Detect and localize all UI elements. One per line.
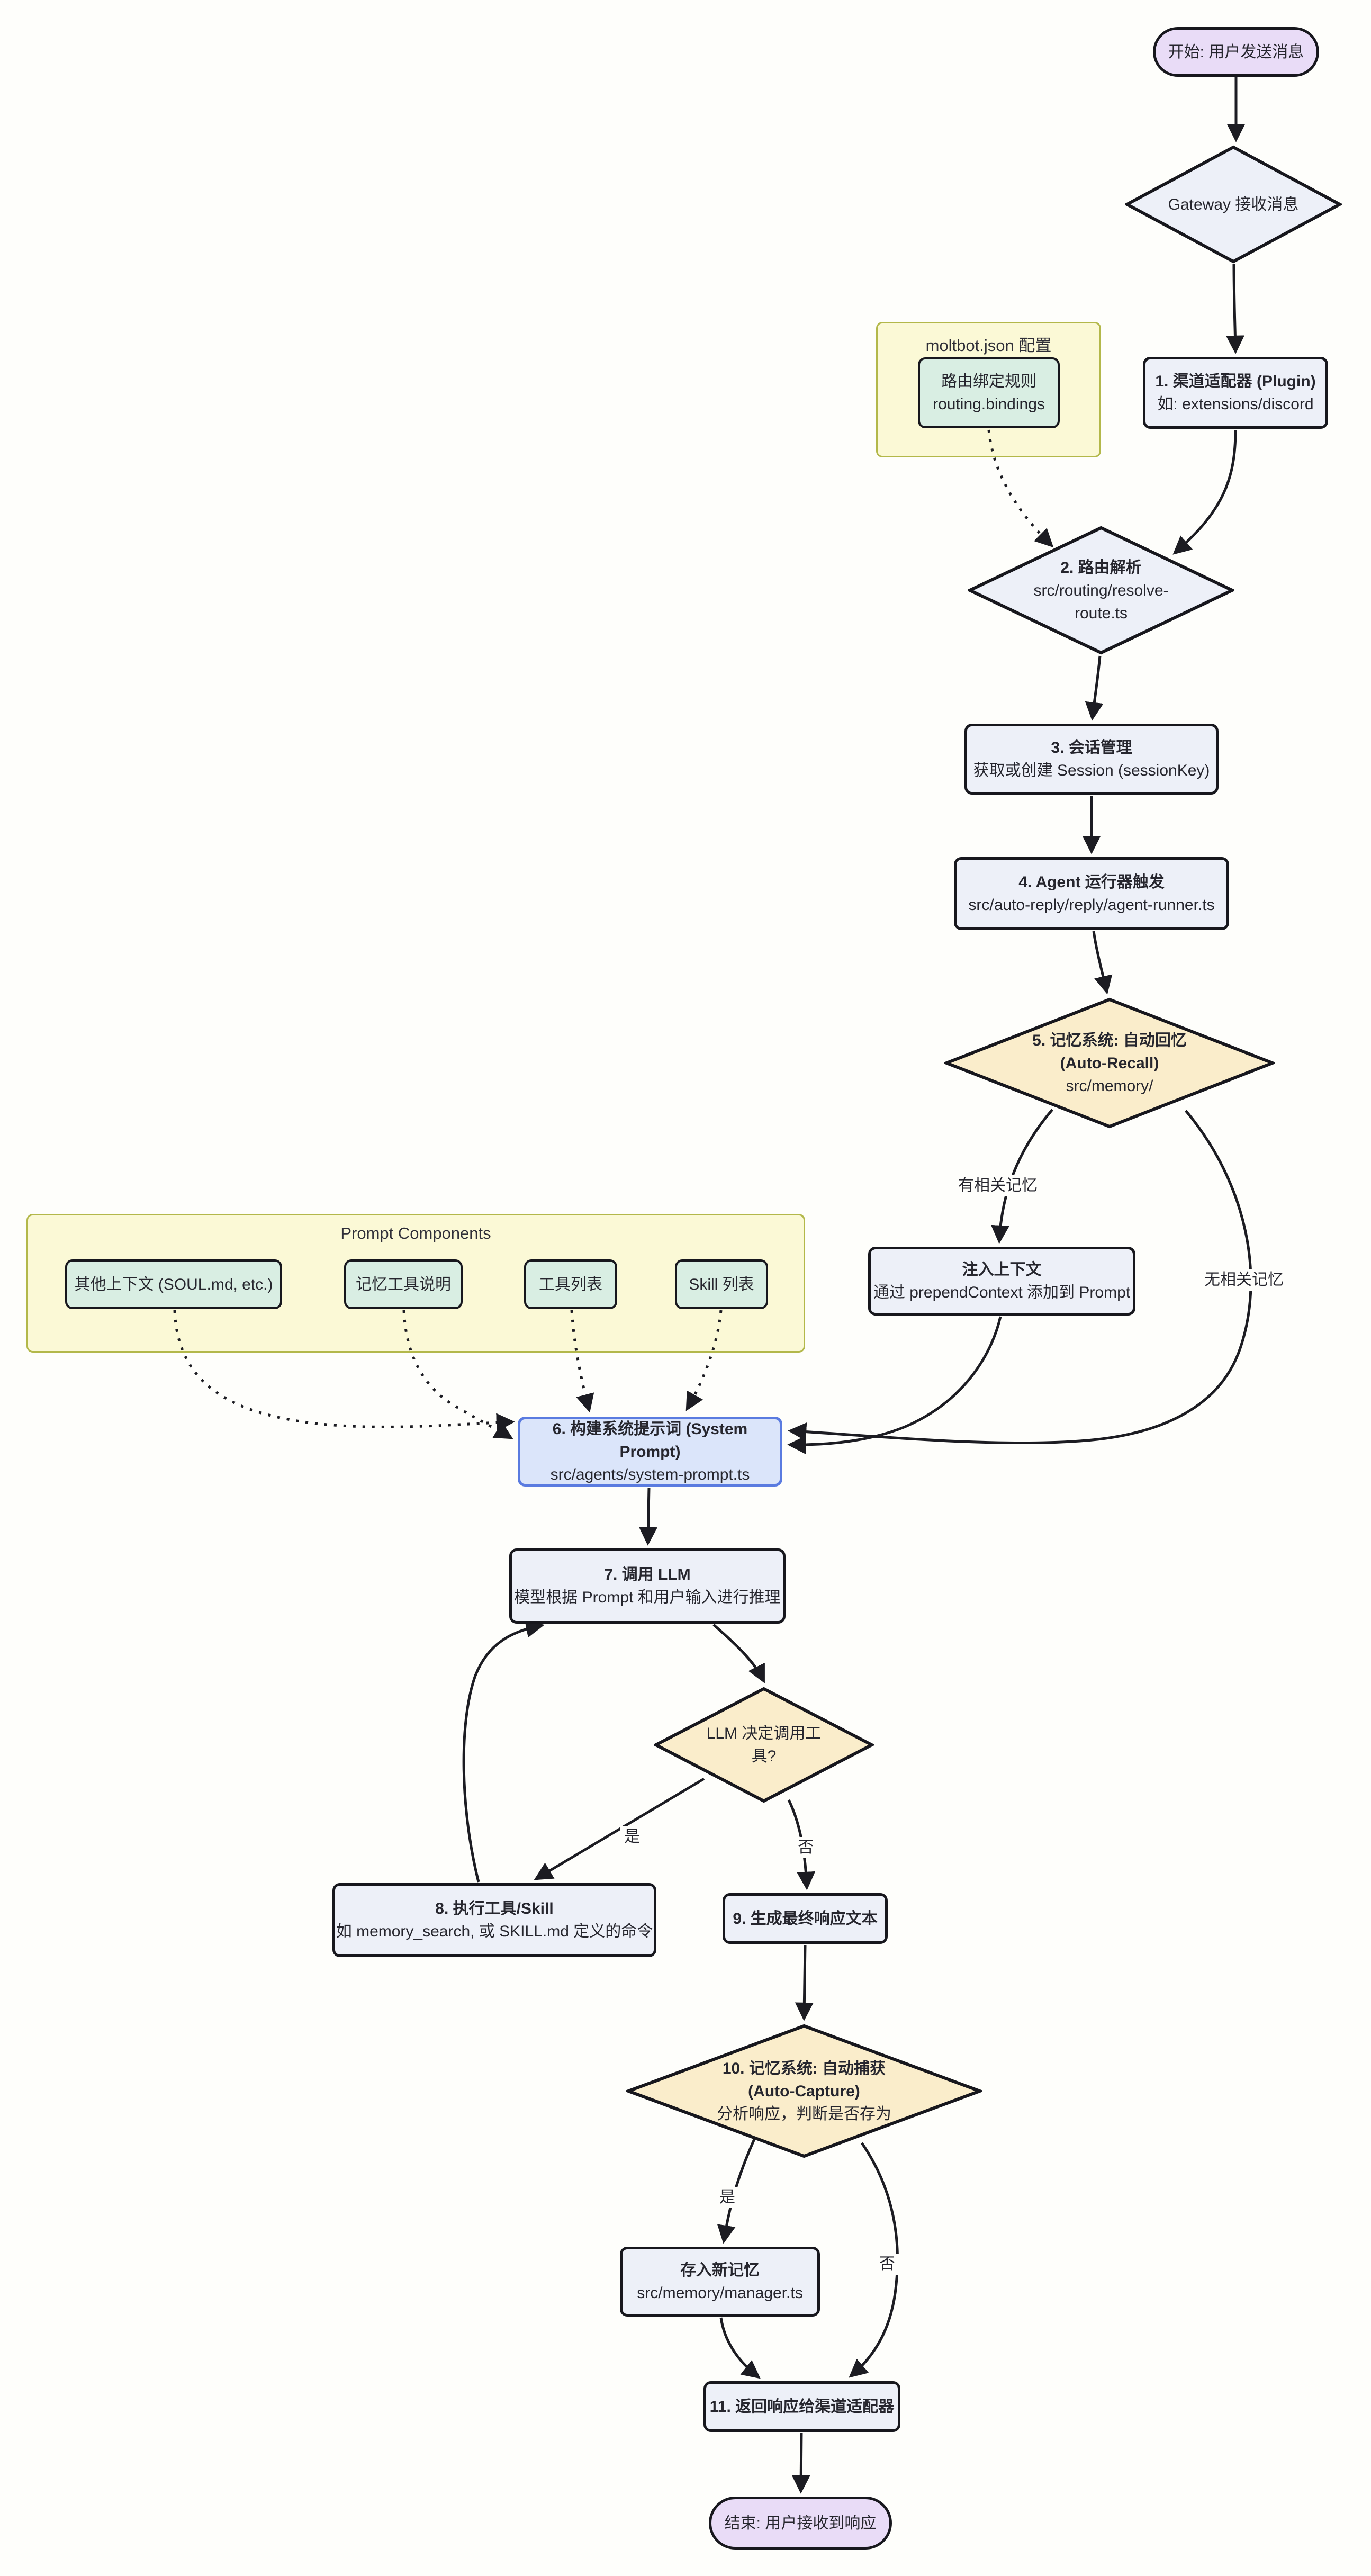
edge-label-tool-yes: 是 [620,1826,644,1848]
step2-title: 2. 路由解析 [1060,559,1142,577]
config-subgraph-title: moltbot.json 配置 [925,336,1052,355]
llm-decision: LLM 决定调用工具? [654,1687,874,1803]
step1-title: 1. 渠道适配器 (Plugin) [1155,373,1316,390]
comp-memory-node: 记忆工具说明 [344,1259,463,1309]
routing-rules-line2: routing.bindings [933,395,1045,413]
routing-rules-line1: 路由绑定规则 [941,373,1036,390]
step6-sub: src/agents/system-prompt.ts [550,1465,750,1483]
inject-sub: 通过 prependContext 添加到 Prompt [873,1284,1131,1301]
edge-step5-inject [990,1109,1053,1244]
step1-node: 1. 渠道适配器 (Plugin) 如: extensions/discord [1143,357,1328,429]
step10-title: 10. 记忆系统: 自动捕获 [722,2059,886,2077]
step5-title2: (Auto-Recall) [1060,1054,1159,1072]
step10-decision: 10. 记忆系统: 自动捕获 (Auto-Capture) 分析响应，判断是否存… [626,2024,982,2158]
edge-inject-step6 [787,1316,1002,1454]
start-label: 开始: 用户发送消息 [1168,43,1304,61]
comp-skills-node: Skill 列表 [675,1259,768,1309]
step3-node: 3. 会话管理 获取或创建 Session (sessionKey) [964,724,1219,795]
edge-label-tool-no: 否 [793,1837,818,1858]
comp-skills-label: Skill 列表 [689,1275,754,1293]
prompt-components-title: Prompt Components [340,1224,491,1242]
step6-node: 6. 构建系统提示词 (System Prompt) src/agents/sy… [518,1417,782,1487]
inject-title: 注入上下文 [962,1261,1042,1278]
step9-node: 9. 生成最终响应文本 [723,1893,888,1944]
step2-decision: 2. 路由解析 src/routing/resolve-route.ts [968,526,1234,655]
step10-title2: (Auto-Capture) [748,2082,860,2100]
step2-sub: src/routing/resolve-route.ts [1033,581,1169,622]
save-memory-sub: src/memory/manager.ts [637,2284,803,2302]
comp-tools-node: 工具列表 [524,1259,617,1309]
gateway-decision: Gateway 接收消息 [1125,145,1342,264]
edge-label-save-yes: 是 [715,2187,739,2208]
comp-other-node: 其他上下文 (SOUL.md, etc.) [65,1259,282,1309]
gateway-label: Gateway 接收消息 [1168,195,1299,213]
step10-sub: 分析响应，判断是否存为 [717,2105,891,2123]
step7-sub: 模型根据 Prompt 和用户输入进行推理 [514,1589,781,1606]
step5-decision: 5. 记忆系统: 自动回忆 (Auto-Recall) src/memory/ [944,997,1275,1129]
save-memory-title: 存入新记忆 [680,2262,760,2279]
step5-title: 5. 记忆系统: 自动回忆 [1032,1031,1187,1049]
edge-step9-step10 [795,1944,814,2021]
save-memory-node: 存入新记忆 src/memory/manager.ts [620,2247,820,2317]
end-label: 结束: 用户接收到响应 [724,2514,877,2532]
comp-memory-label: 记忆工具说明 [356,1275,451,1293]
step3-sub: 获取或创建 Session (sessionKey) [973,762,1210,779]
step4-sub: src/auto-reply/reply/agent-runner.ts [968,896,1215,914]
edge-step4-step5 [1092,931,1113,995]
step11-node: 11. 返回响应给渠道适配器 [703,2381,900,2432]
step9-title: 9. 生成最终响应文本 [733,1910,878,1928]
edge-step6-step7 [639,1487,658,1546]
step7-title: 7. 调用 LLM [604,1566,691,1583]
step8-node: 8. 执行工具/Skill 如 memory_search, 或 SKILL.m… [332,1883,656,1957]
edge-gateway-step1 [1225,263,1244,354]
edge-label-has-memory: 有相关记忆 [954,1175,1042,1196]
edge-step8-step7-loop [462,1619,545,1883]
step11-title: 11. 返回响应给渠道适配器 [709,2398,895,2416]
step5-sub: src/memory/ [1066,1077,1153,1095]
step4-title: 4. Agent 运行器触发 [1018,873,1165,891]
routing-rules-node: 路由绑定规则 routing.bindings [918,357,1060,428]
step3-title: 3. 会话管理 [1051,739,1132,756]
step1-sub: 如: extensions/discord [1157,395,1314,413]
edge-label-save-no: 否 [875,2254,899,2275]
step7-node: 7. 调用 LLM 模型根据 Prompt 和用户输入进行推理 [509,1548,786,1624]
step8-title: 8. 执行工具/Skill [435,1900,554,1917]
edge-save-step11 [719,2317,761,2379]
step6-title: 6. 构建系统提示词 (System Prompt) [552,1420,748,1461]
inject-context-node: 注入上下文 通过 prependContext 添加到 Prompt [868,1247,1135,1316]
edge-step2-step3 [1085,655,1104,721]
edge-step7-llm-decision [712,1624,765,1683]
start-node: 开始: 用户发送消息 [1153,27,1319,77]
step8-sub: 如 memory_search, 或 SKILL.md 定义的命令 [336,1923,653,1940]
llm-decision-label: LLM 决定调用工具? [706,1725,822,1765]
end-node: 结束: 用户接收到响应 [709,2497,892,2550]
edge-label-no-memory: 无相关记忆 [1200,1269,1288,1291]
comp-tools-label: 工具列表 [539,1275,602,1293]
step4-node: 4. Agent 运行器触发 src/auto-reply/reply/agen… [954,857,1229,930]
comp-other-label: 其他上下文 (SOUL.md, etc.) [74,1275,273,1293]
